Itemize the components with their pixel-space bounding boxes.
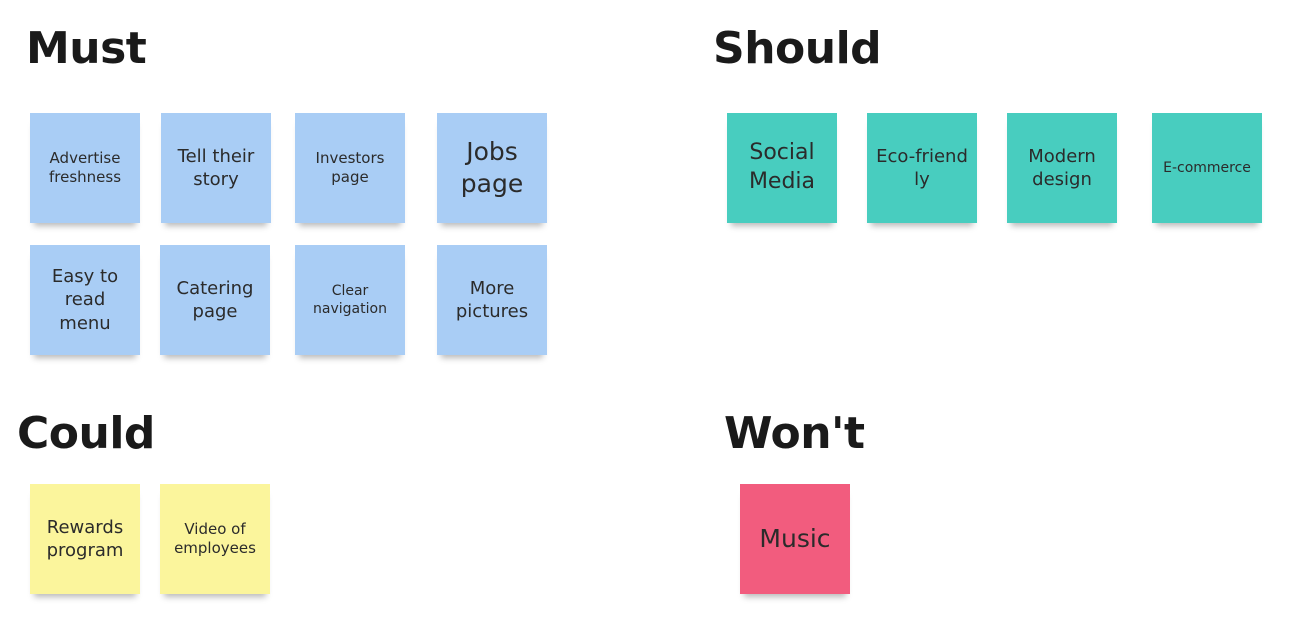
sticky-note[interactable]: Music xyxy=(740,484,850,594)
sticky-note[interactable]: Modern design xyxy=(1007,113,1117,223)
sticky-note-text: Social Media xyxy=(748,140,816,194)
sticky-note[interactable]: Jobs page xyxy=(437,113,547,223)
sticky-note[interactable]: Social Media xyxy=(727,113,837,223)
sticky-note-text: Music xyxy=(759,523,831,553)
sticky-note[interactable]: Catering page xyxy=(160,245,270,355)
section-heading-wont: Won't xyxy=(724,408,865,459)
section-heading-could: Could xyxy=(17,408,155,459)
sticky-note-text: Easy to read menu xyxy=(51,265,119,334)
sticky-note[interactable]: Investors page xyxy=(295,113,405,223)
sticky-note-text: Eco-friendly xyxy=(876,145,968,190)
sticky-note-text: Video of employees xyxy=(174,519,256,558)
sticky-note[interactable]: Clear navigation xyxy=(295,245,405,355)
sticky-note-text: Rewards program xyxy=(46,516,124,561)
sticky-note-text: Clear navigation xyxy=(313,282,387,317)
section-heading-must: Must xyxy=(26,23,147,74)
sticky-note-text: More pictures xyxy=(455,277,529,322)
sticky-note[interactable]: Easy to read menu xyxy=(30,245,140,355)
sticky-note-text: Catering page xyxy=(176,277,254,322)
sticky-note-text: Tell their story xyxy=(177,145,255,190)
sticky-note-text: E-commerce xyxy=(1163,159,1251,176)
sticky-note[interactable]: E-commerce xyxy=(1152,113,1262,223)
section-heading-should: Should xyxy=(713,23,882,74)
sticky-note[interactable]: Video of employees xyxy=(160,484,270,594)
sticky-note[interactable]: Advertise freshness xyxy=(30,113,140,223)
sticky-note-text: Advertise freshness xyxy=(48,148,122,187)
sticky-note[interactable]: More pictures xyxy=(437,245,547,355)
sticky-note-text: Modern design xyxy=(1028,145,1096,190)
sticky-note[interactable]: Rewards program xyxy=(30,484,140,594)
sticky-note-text: Jobs page xyxy=(460,136,524,199)
sticky-note[interactable]: Eco-friendly xyxy=(867,113,977,223)
sticky-note[interactable]: Tell their story xyxy=(161,113,271,223)
sticky-note-text: Investors page xyxy=(315,148,385,187)
